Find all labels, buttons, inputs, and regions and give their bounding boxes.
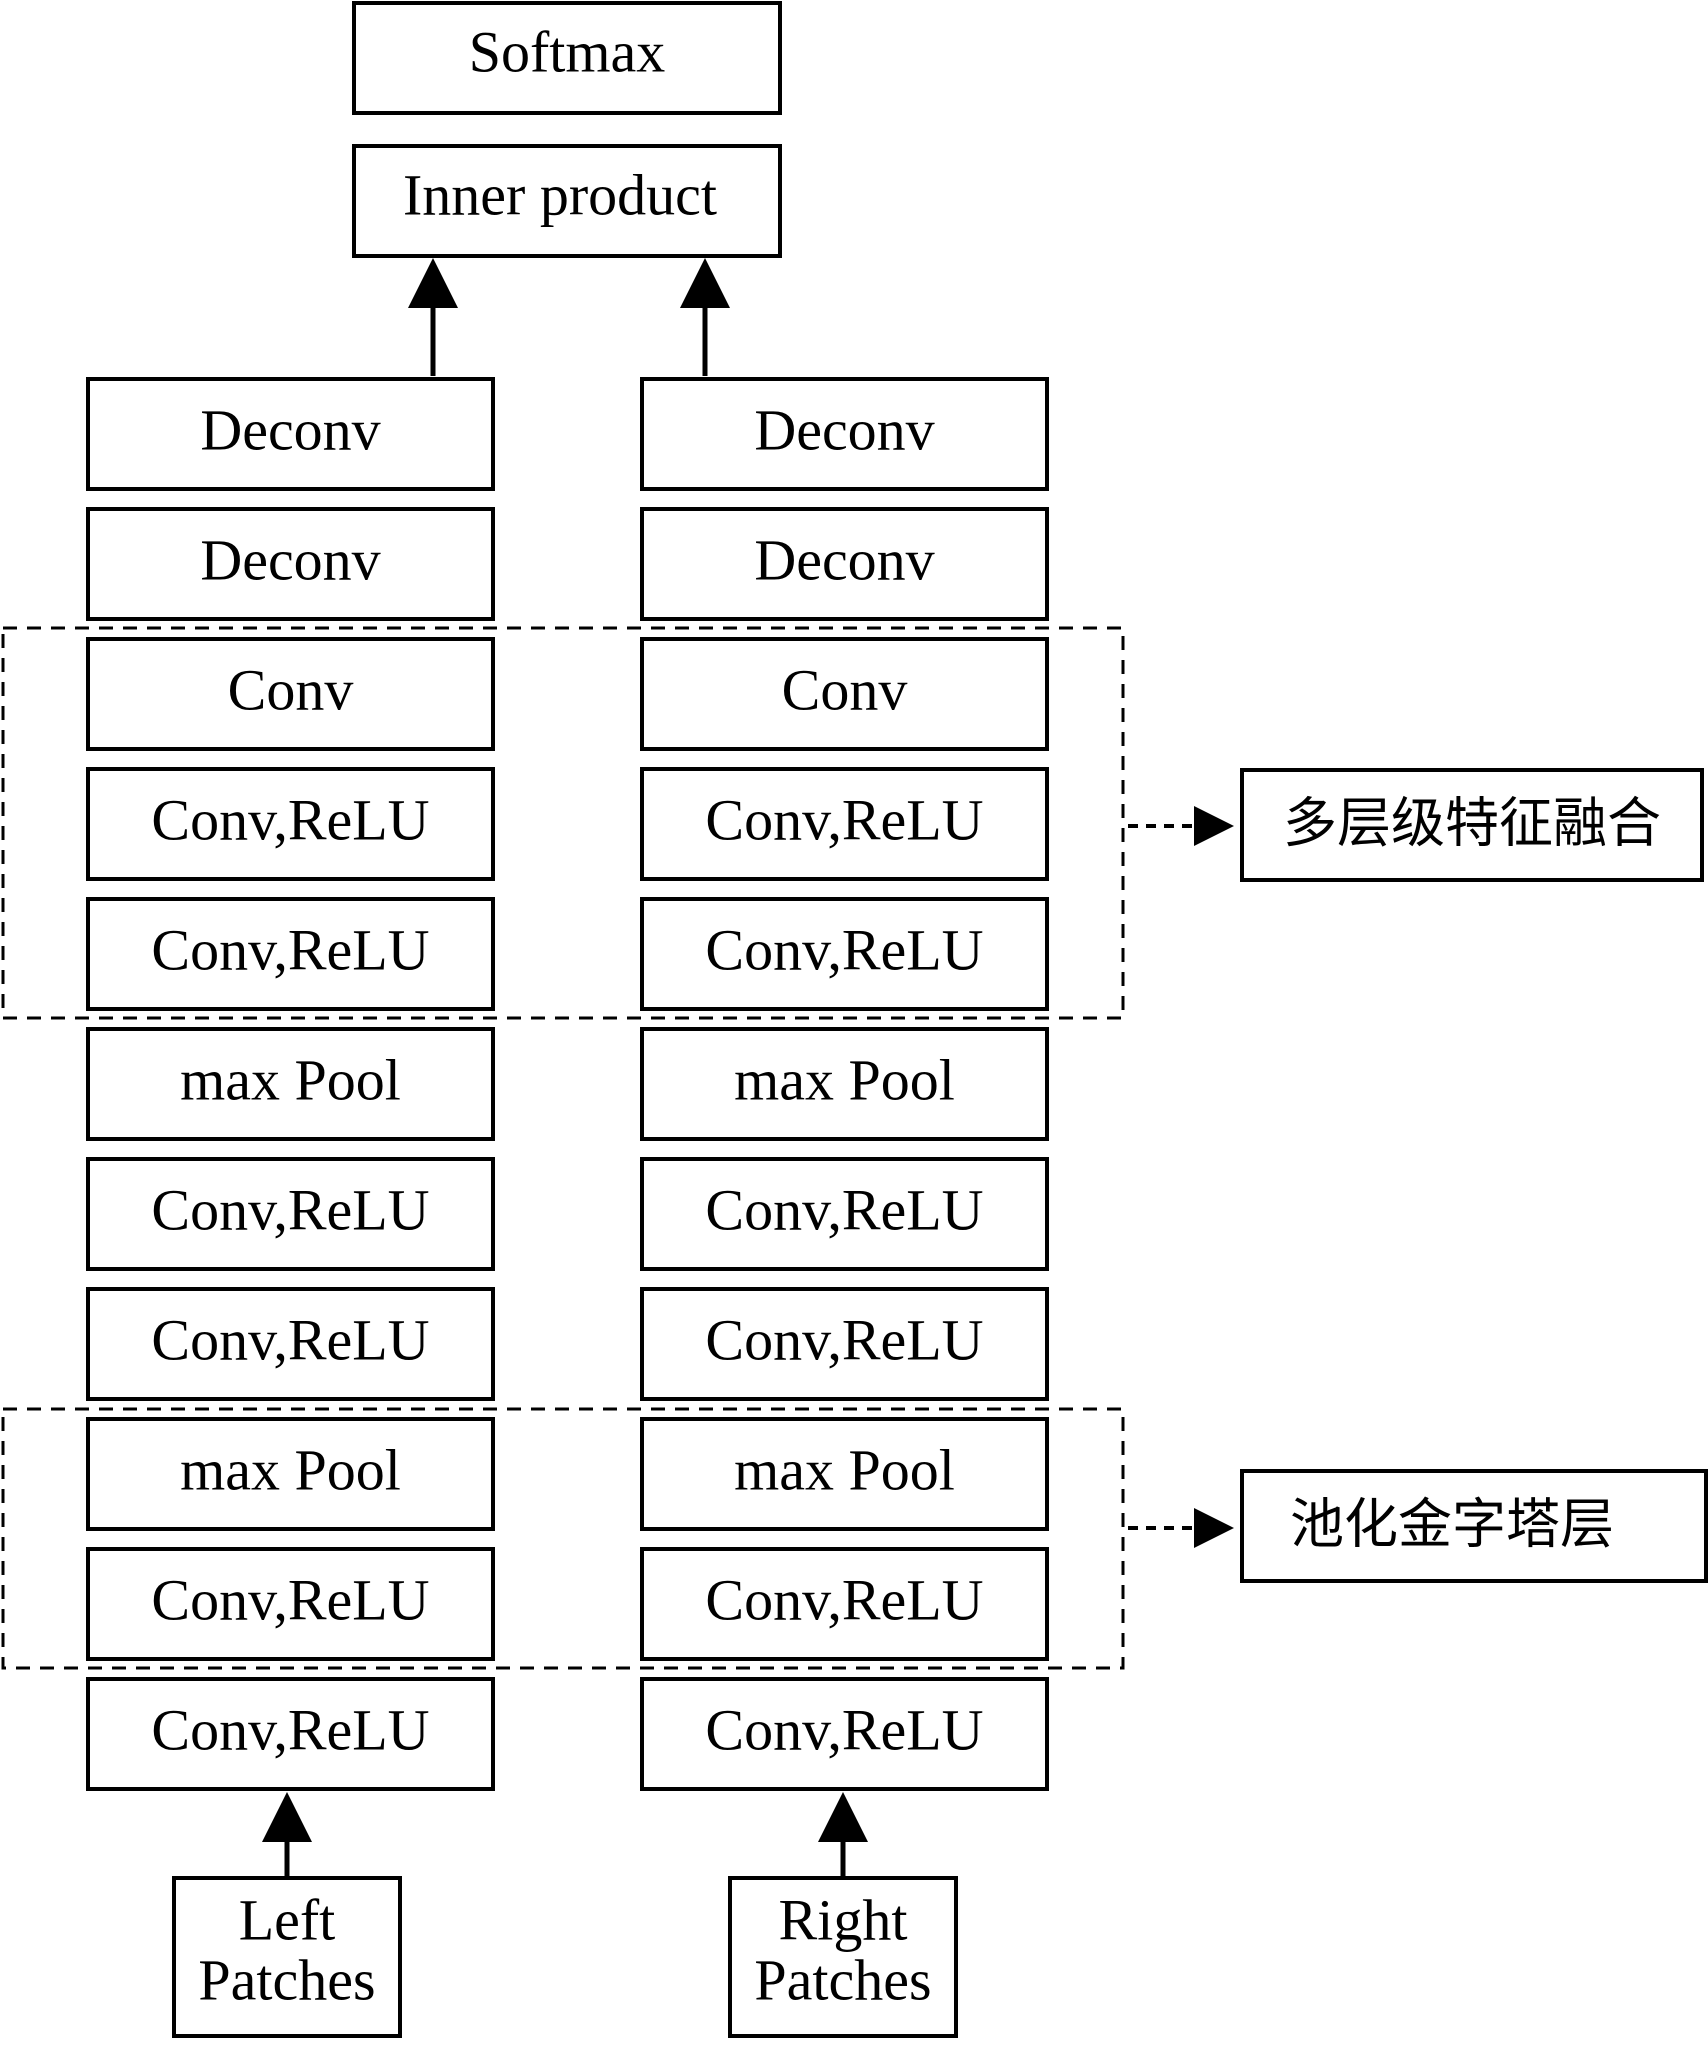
softmax-layer: Softmax [352,1,782,115]
left-layer-8: Conv,ReLU [86,1287,495,1401]
left-layer-10: Conv,ReLU [86,1547,495,1661]
right-layer-4: Conv,ReLU [640,767,1049,881]
left-layer-label: Conv,ReLU [151,917,429,982]
left-layer-4: Conv,ReLU [86,767,495,881]
right-layer-7: Conv,ReLU [640,1157,1049,1271]
inner-product-layer: Inner product [352,144,782,258]
left-layer-label: max Pool [180,1047,401,1112]
right-layer-6: max Pool [640,1027,1049,1141]
right-layer-10: Conv,ReLU [640,1547,1049,1661]
left-layer-9: max Pool [86,1417,495,1531]
pyramid-label-box: 池化金字塔层 [1240,1469,1708,1583]
left-layer-3: Conv [86,637,495,751]
pyramid-group-outline [1,1407,1125,1670]
right-layer-label: Conv,ReLU [705,1307,983,1372]
fusion-label-box: 多层级特征融合 [1240,768,1704,882]
left-layer-5: Conv,ReLU [86,897,495,1011]
pyramid-label: 池化金字塔层 [1290,1493,1614,1556]
left-layer-label: Deconv [200,397,380,462]
left-layer-label: Conv,ReLU [151,1177,429,1242]
left-patches-line2: Patches [198,1947,375,2012]
fusion-label: 多层级特征融合 [1283,792,1661,855]
right-layer-1: Deconv [640,377,1049,491]
right-layer-3: Conv [640,637,1049,751]
fusion-group-outline [1,626,1125,1020]
left-layer-label: Conv,ReLU [151,1567,429,1632]
right-layer-label: max Pool [734,1437,955,1502]
right-layer-5: Conv,ReLU [640,897,1049,1011]
left-layer-label: Conv [228,657,354,722]
right-layer-label: Conv [782,657,908,722]
left-layer-2: Deconv [86,507,495,621]
right-layer-9: max Pool [640,1417,1049,1531]
right-layer-label: Conv,ReLU [705,1177,983,1242]
left-layer-11: Conv,ReLU [86,1677,495,1791]
left-patches-input: Left Patches [172,1876,402,2038]
right-patches-input: Right Patches [728,1876,958,2038]
left-patches-line1: Left [239,1887,336,1952]
right-layer-label: Conv,ReLU [705,787,983,852]
left-layer-label: Conv,ReLU [151,787,429,852]
right-layer-2: Deconv [640,507,1049,621]
right-layer-label: Deconv [754,397,934,462]
right-patches-line2: Patches [754,1947,931,2012]
left-layer-1: Deconv [86,377,495,491]
left-layer-label: Deconv [200,527,380,592]
left-layer-label: Conv,ReLU [151,1697,429,1762]
left-layer-7: Conv,ReLU [86,1157,495,1271]
right-layer-label: Conv,ReLU [705,1567,983,1632]
right-patches-line1: Right [779,1887,908,1952]
inner-product-label: Inner product [403,162,717,227]
left-layer-label: Conv,ReLU [151,1307,429,1372]
right-layer-label: Conv,ReLU [705,1697,983,1762]
right-layer-8: Conv,ReLU [640,1287,1049,1401]
right-layer-label: Deconv [754,527,934,592]
right-layer-label: Conv,ReLU [705,917,983,982]
left-layer-6: max Pool [86,1027,495,1141]
left-layer-label: max Pool [180,1437,401,1502]
right-layer-label: max Pool [734,1047,955,1112]
right-layer-11: Conv,ReLU [640,1677,1049,1791]
softmax-label: Softmax [469,19,666,84]
